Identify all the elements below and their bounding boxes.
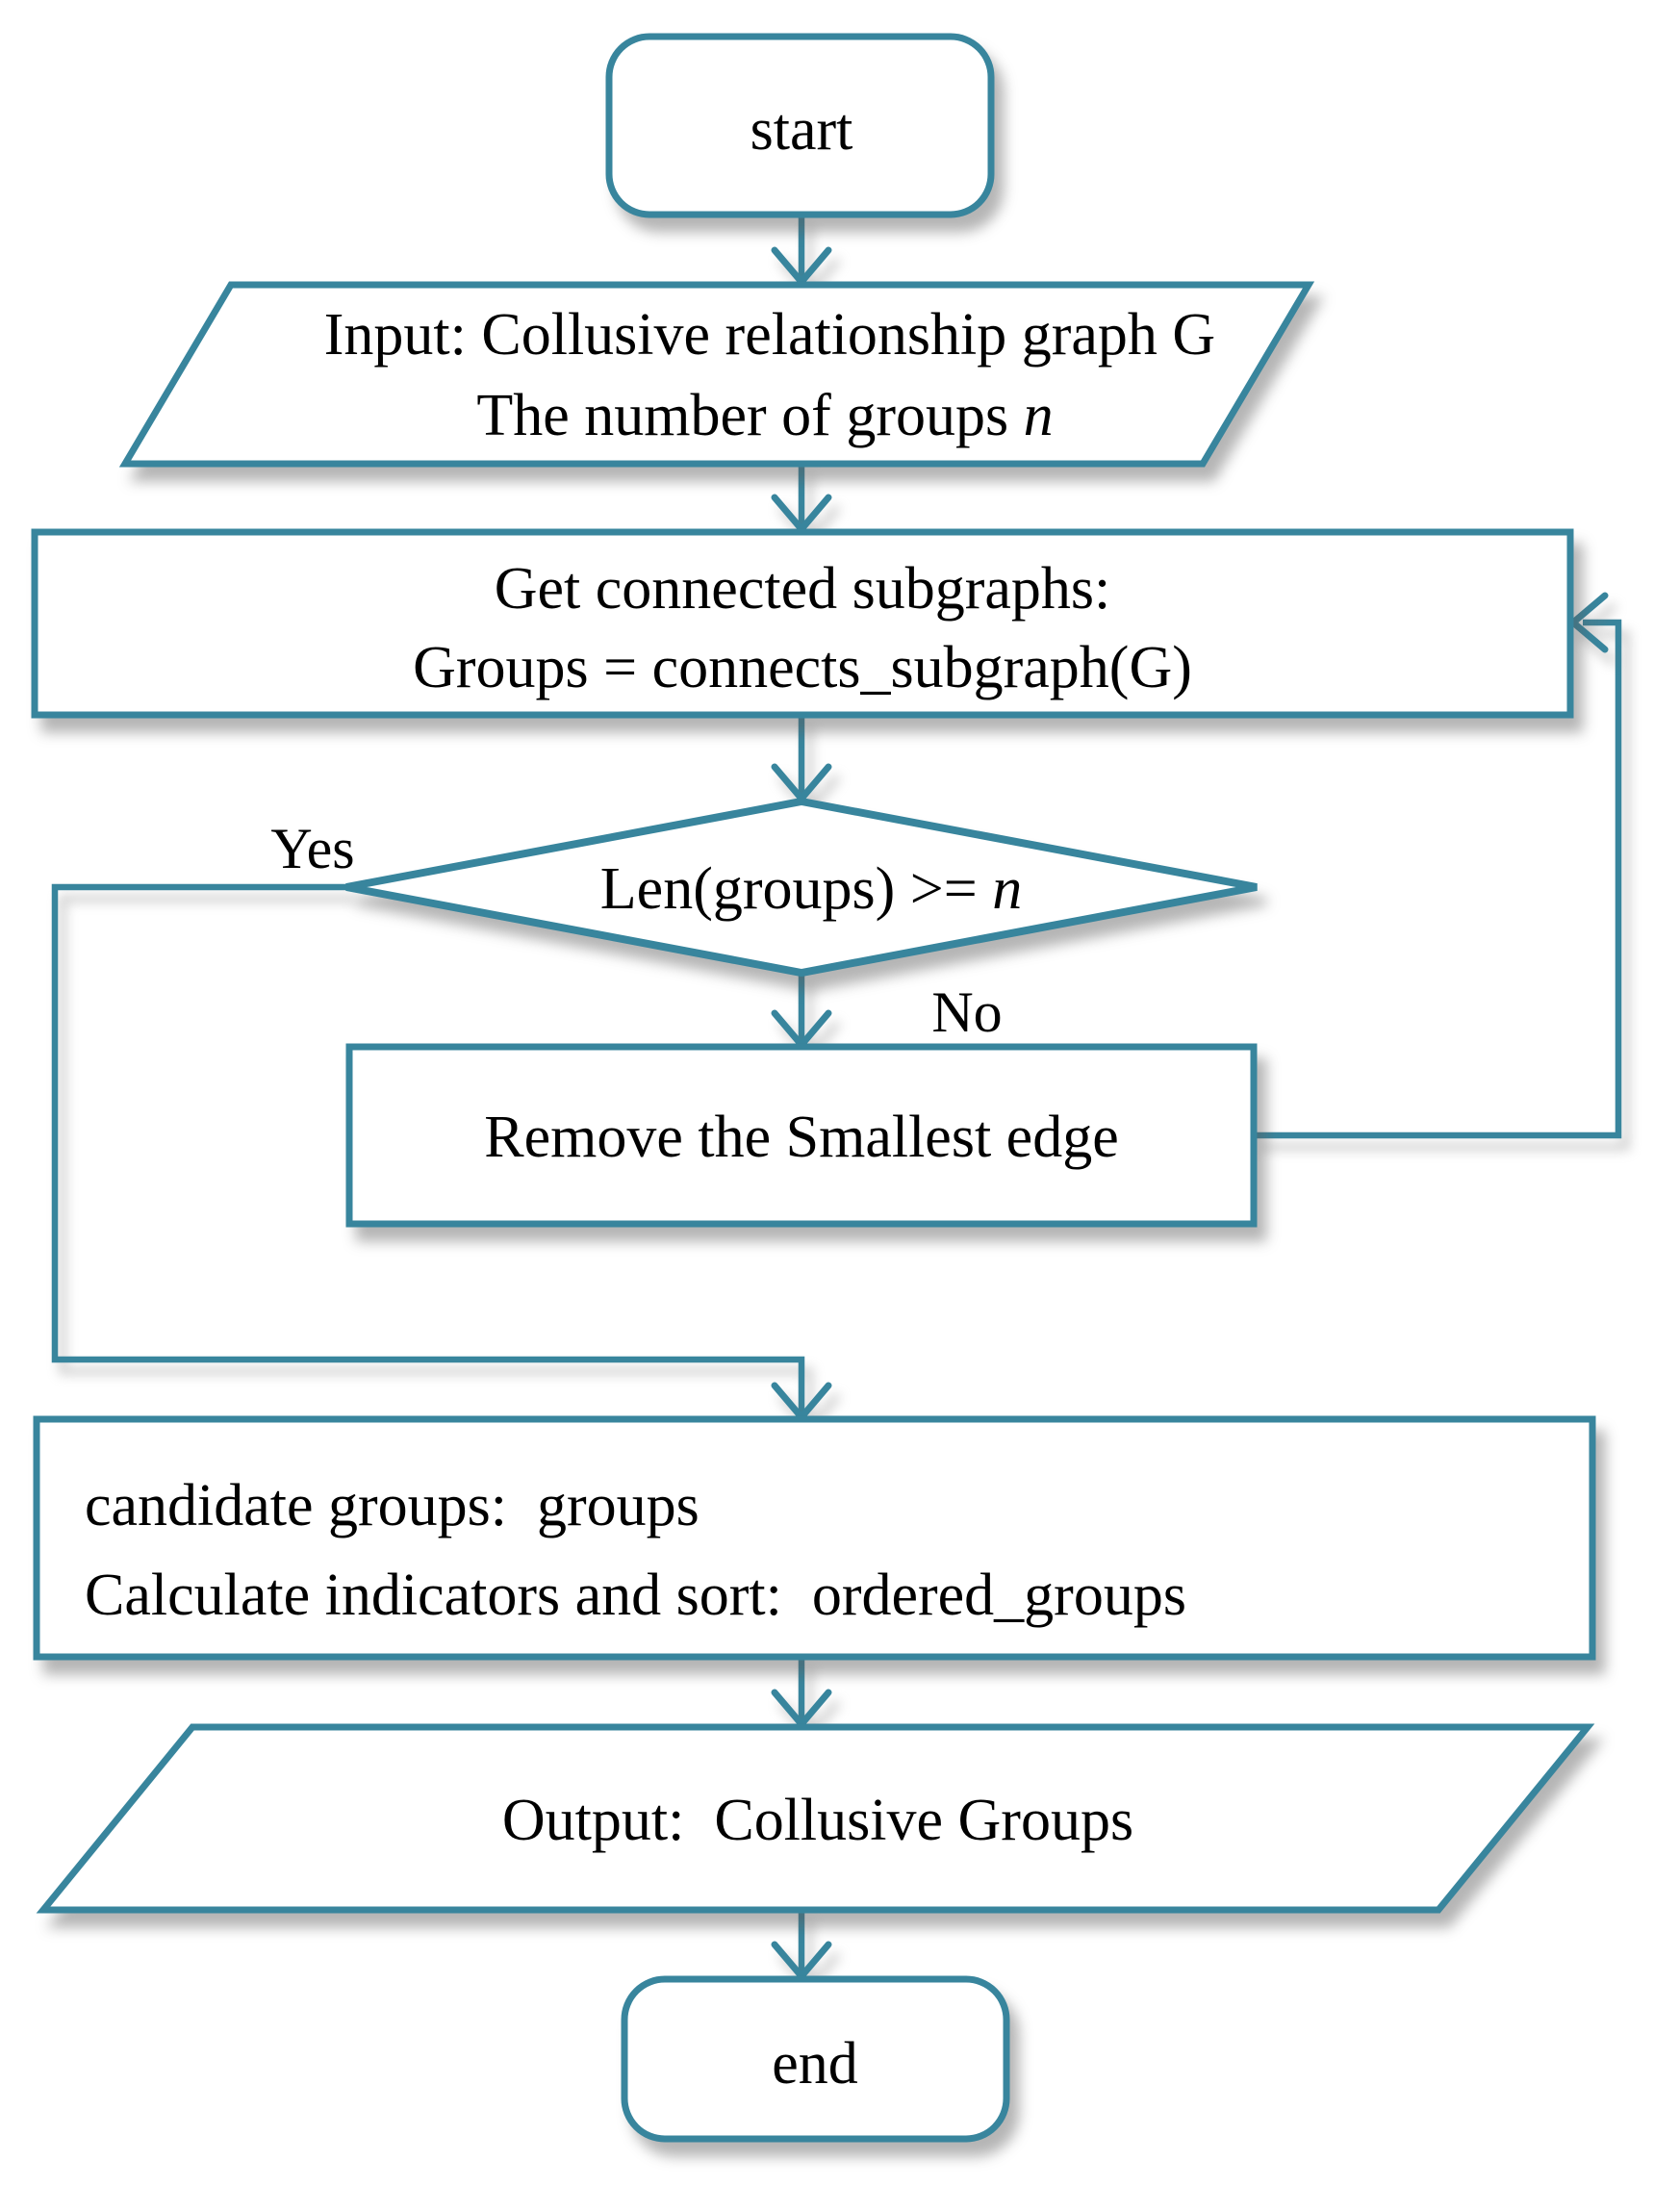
output-parallelogram-shape (36, 1723, 1595, 1914)
start-terminator-shape (605, 33, 995, 218)
node-start: start (605, 33, 995, 218)
connector-decision-no-to-remove (771, 973, 832, 1051)
remove-edge-label: Remove the Smallest edge (484, 1105, 1118, 1170)
input-line2-variable: n (1024, 383, 1054, 448)
decision-condition-variable: n (992, 856, 1022, 922)
node-decision: Len(groups) >= n (345, 797, 1258, 978)
get-subgraphs-line2: Groups = connects_subgraph(G) (413, 635, 1192, 700)
end-label: end (772, 2031, 858, 2097)
input-line2: The number of groups n (476, 383, 1053, 448)
input-parallelogram-shape (118, 281, 1315, 468)
decision-condition: Len(groups) >= n (600, 856, 1022, 922)
node-end: end (621, 1975, 1010, 2143)
remove-edge-process-shape (345, 1043, 1258, 1228)
start-label: start (750, 97, 853, 163)
get-subgraphs-process-shape (31, 528, 1574, 719)
no-branch-label: No (931, 980, 1002, 1044)
candidate-line1: candidate groups: groups (85, 1473, 700, 1538)
get-subgraphs-line1: Get connected subgraphs: (495, 556, 1110, 622)
node-remove-edge: Remove the Smallest edge (345, 1043, 1258, 1228)
connector-output-to-end (771, 1910, 832, 1982)
input-line1: Input: Collusive relationship graph G (324, 302, 1215, 368)
yes-branch-label: Yes (270, 817, 354, 880)
connector-candidate-to-output (771, 1657, 832, 1730)
connector-get-to-decision (771, 715, 832, 804)
connector-input-to-get (771, 464, 832, 535)
output-label: Output: Collusive Groups (502, 1788, 1133, 1853)
node-input: Input: Collusive relationship graph G Th… (118, 281, 1315, 468)
decision-condition-text: Len(groups) >= (600, 856, 992, 922)
decision-diamond-shape (345, 797, 1258, 978)
input-line2-text: The number of groups (476, 383, 1023, 448)
candidate-groups-process-shape (33, 1415, 1596, 1661)
node-output: Output: Collusive Groups (36, 1723, 1595, 1914)
end-terminator-shape (621, 1975, 1010, 2143)
node-candidate-groups: candidate groups: groups Calculate indic… (33, 1415, 1596, 1661)
candidate-line2: Calculate indicators and sort: ordered_g… (85, 1563, 1186, 1628)
connector-start-to-input (771, 215, 832, 288)
node-get-subgraphs: Get connected subgraphs: Groups = connec… (31, 528, 1574, 719)
